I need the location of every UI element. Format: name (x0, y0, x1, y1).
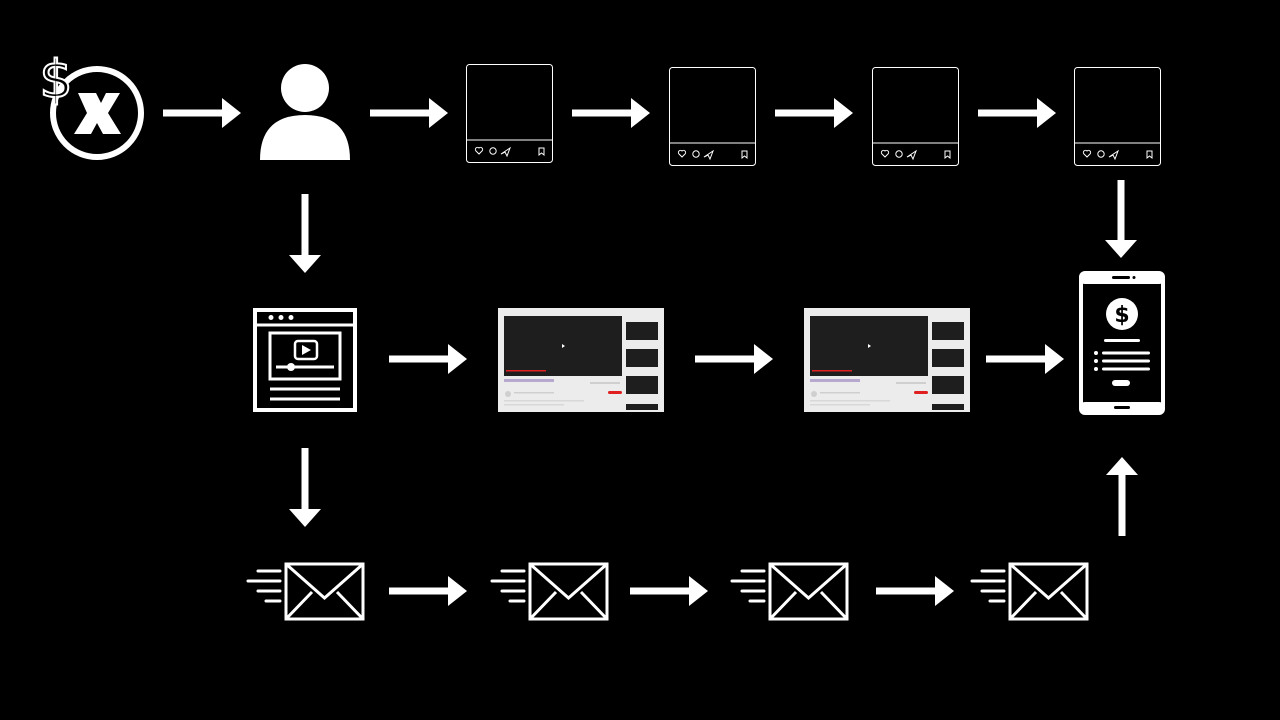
share-icon (1108, 149, 1120, 161)
arrow-down-icon (289, 194, 321, 273)
bookmark-icon (944, 150, 951, 160)
heart-icon (474, 146, 484, 155)
video-browser-icon (253, 308, 357, 412)
heart-icon (880, 149, 890, 158)
arrow-right-icon (876, 576, 954, 606)
sent-email-1 (246, 562, 365, 621)
arrow-right-icon (572, 98, 650, 128)
share-icon (703, 149, 715, 161)
phone-payment-icon: $ (1079, 271, 1165, 415)
arrow-right-icon (775, 98, 853, 128)
arrow-right-icon (389, 344, 467, 374)
social-post-1 (466, 64, 553, 163)
phone-dollar-symbol: $ (1114, 303, 1129, 328)
user-icon (260, 64, 350, 160)
comment-icon (692, 150, 700, 158)
comment-icon (1097, 150, 1105, 158)
comment-icon (895, 150, 903, 158)
arrow-down-icon (289, 448, 321, 527)
sent-email-4 (970, 562, 1089, 621)
arrow-right-icon (695, 344, 773, 374)
arrow-right-icon (370, 98, 448, 128)
bookmark-icon (538, 147, 545, 157)
video-page-2 (804, 308, 970, 412)
comment-icon (489, 147, 497, 155)
video-page-1 (498, 308, 664, 412)
bookmark-icon (1146, 150, 1153, 160)
arrow-down-icon (1105, 180, 1137, 258)
social-post-3 (872, 67, 959, 166)
bookmark-icon (741, 150, 748, 160)
arrow-right-icon (163, 98, 241, 128)
social-post-2 (669, 67, 756, 166)
sent-email-2 (490, 562, 609, 621)
sent-email-3 (730, 562, 849, 621)
share-icon (906, 149, 918, 161)
share-icon (500, 146, 512, 158)
arrow-right-icon (630, 576, 708, 606)
logo-dollar-sign: $ (39, 50, 72, 110)
arrow-right-icon (986, 344, 1064, 374)
heart-icon (677, 149, 687, 158)
arrow-right-icon (978, 98, 1056, 128)
social-post-4 (1074, 67, 1161, 166)
heart-icon (1082, 149, 1092, 158)
arrow-right-icon (389, 576, 467, 606)
dollar-x-logo-icon: $ (38, 49, 144, 160)
arrow-up-icon (1106, 457, 1138, 536)
